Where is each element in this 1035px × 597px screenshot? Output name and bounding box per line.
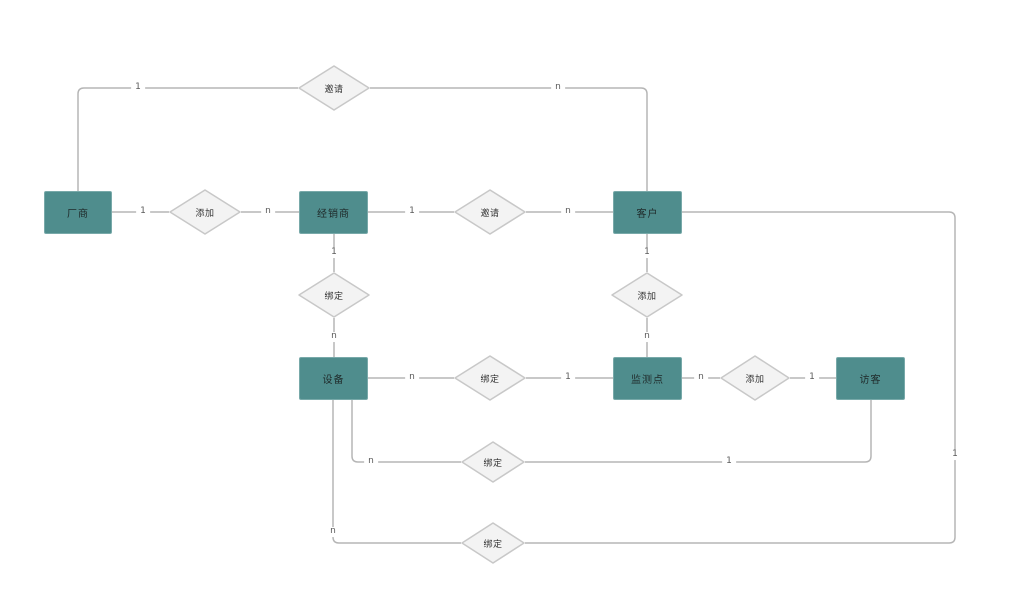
diamond-shape [298, 272, 370, 318]
connector-bind-dc-to-customer [525, 211, 956, 544]
relationship-label: 绑定 [483, 539, 503, 550]
relationship-label: 添加 [745, 374, 765, 385]
diamond-shape [454, 189, 526, 235]
cardinality-label: n [364, 456, 378, 467]
entity-label: 客户 [636, 209, 659, 220]
relationship-bind-device-monitor-point[interactable]: 绑定 [454, 355, 526, 401]
cardinality-label: n [326, 526, 340, 537]
relationship-bind-device-visitor[interactable]: 绑定 [461, 441, 525, 483]
diamond-shape [298, 65, 370, 111]
entity-visitor[interactable]: 访客 [836, 357, 905, 400]
diamond-shape [461, 522, 525, 564]
entity-label: 经销商 [317, 209, 350, 220]
diamond-shape [454, 355, 526, 401]
connector-device-to-bind-dc [332, 400, 461, 544]
cardinality-label: 1 [327, 247, 341, 258]
connector-invite-top-to-customer [370, 87, 648, 191]
relationship-label: 邀请 [324, 84, 344, 95]
entity-label: 访客 [859, 375, 882, 386]
relationship-label: 添加 [637, 291, 657, 302]
entity-customer[interactable]: 客户 [613, 191, 682, 234]
cardinality-label: n [327, 331, 341, 342]
entity-manufacturer[interactable]: 厂商 [44, 191, 112, 234]
entity-label: 监测点 [631, 375, 664, 386]
cardinality-label: n [261, 206, 275, 217]
cardinality-label: n [561, 206, 575, 217]
relationship-label: 绑定 [324, 291, 344, 302]
entity-monitor-point[interactable]: 监测点 [613, 357, 682, 400]
entity-label: 设备 [322, 375, 345, 386]
relationship-bind-distributor-device[interactable]: 绑定 [298, 272, 370, 318]
relationship-label: 绑定 [480, 374, 500, 385]
connector-device-to-bind-dv [351, 400, 461, 463]
entity-label: 厂商 [67, 209, 89, 220]
cardinality-label: n [551, 82, 565, 93]
cardinality-label: 1 [405, 206, 419, 217]
relationship-label: 邀请 [480, 208, 500, 219]
relationship-add-customer-monitor-point[interactable]: 添加 [611, 272, 683, 318]
cardinality-label: 1 [136, 206, 150, 217]
cardinality-label: n [640, 331, 654, 342]
entity-distributor[interactable]: 经销商 [299, 191, 368, 234]
diamond-shape [169, 189, 241, 235]
relationship-invite-distributor-customer[interactable]: 邀请 [454, 189, 526, 235]
cardinality-label: 1 [640, 247, 654, 258]
entity-device[interactable]: 设备 [299, 357, 368, 400]
cardinality-label: n [694, 372, 708, 383]
cardinality-label: 1 [131, 82, 145, 93]
relationship-label: 添加 [195, 208, 215, 219]
connector-bind-dv-to-visitor [525, 400, 872, 463]
diamond-shape [461, 441, 525, 483]
cardinality-label: 1 [722, 456, 736, 467]
diamond-shape [720, 355, 790, 401]
cardinality-label: 1 [561, 372, 575, 383]
relationship-invite-manufacturer-customer[interactable]: 邀请 [298, 65, 370, 111]
relationship-label: 绑定 [483, 458, 503, 469]
connector-manufacturer-to-invite-top [77, 87, 298, 191]
relationship-bind-device-customer[interactable]: 绑定 [461, 522, 525, 564]
relationship-add-manufacturer-distributor[interactable]: 添加 [169, 189, 241, 235]
diamond-shape [611, 272, 683, 318]
relationship-add-monitor-point-visitor[interactable]: 添加 [720, 355, 790, 401]
cardinality-label: n [405, 372, 419, 383]
cardinality-label: 1 [805, 372, 819, 383]
cardinality-label: 1 [948, 449, 962, 460]
